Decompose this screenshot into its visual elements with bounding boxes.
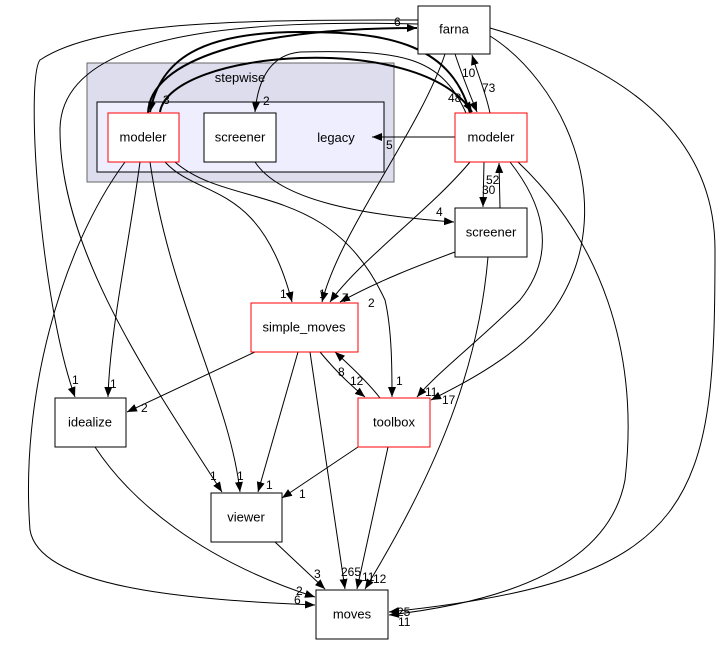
edge-label: 25 xyxy=(397,605,411,619)
edge: 11 xyxy=(388,161,629,629)
node-label: screener xyxy=(466,224,517,239)
node-toolbox[interactable]: toolbox xyxy=(357,397,431,448)
edge-label: 1 xyxy=(396,374,403,388)
edge: 12 xyxy=(364,256,489,590)
edge: 1 xyxy=(319,53,446,303)
edge-label: 2 xyxy=(263,94,270,108)
node-label: moves xyxy=(333,606,372,621)
edge-label: 8 xyxy=(338,365,345,379)
node-label: toolbox xyxy=(373,414,415,429)
edge: 12 xyxy=(319,351,366,398)
node-simple-moves[interactable]: simple_moves xyxy=(250,302,359,353)
edge: 17 xyxy=(430,35,585,407)
edge-label: 12 xyxy=(350,374,364,388)
edge-label: 17 xyxy=(442,393,456,407)
edge-label: 52 xyxy=(486,173,500,187)
node-label: screener xyxy=(215,129,266,144)
node-label: modeler xyxy=(120,129,168,144)
edge-label: 5 xyxy=(386,138,393,152)
node-label: simple_moves xyxy=(262,319,346,334)
edge-label: 1 xyxy=(237,469,244,483)
edge-label: 2 xyxy=(141,401,148,415)
edge: 4 xyxy=(254,161,455,226)
edge: 1 xyxy=(256,351,299,493)
edge-label: 1 xyxy=(266,478,273,492)
edge: 1 xyxy=(174,161,403,398)
edge-label: 1 xyxy=(210,469,217,483)
edge: 25 xyxy=(388,27,716,619)
edge: 11 xyxy=(355,446,389,590)
edge: 8 xyxy=(334,351,381,399)
edge: 30 xyxy=(479,161,496,208)
edge-label: 2 xyxy=(368,296,375,310)
edge: 1 xyxy=(281,446,359,501)
edge-label: 4 xyxy=(436,205,443,219)
node-modeler[interactable]: modeler xyxy=(454,112,528,163)
node-idealize[interactable]: idealize xyxy=(54,397,127,448)
node-label: farna xyxy=(439,21,469,36)
edge: 1 xyxy=(33,19,419,398)
edge-label: 73 xyxy=(482,81,496,95)
node-screener[interactable]: screener xyxy=(454,207,528,258)
edge-label: 1 xyxy=(280,287,287,301)
edge: 1 xyxy=(149,161,244,493)
edge: 1 xyxy=(104,161,141,398)
edge: 2 xyxy=(94,446,316,598)
edge: 3 xyxy=(147,30,471,114)
edge: 5 xyxy=(372,133,455,152)
edge: 48 xyxy=(448,53,478,113)
edge: 6 xyxy=(147,15,418,114)
node-farna[interactable]: farna xyxy=(417,5,491,55)
edge: 73 xyxy=(159,56,496,113)
cluster-label: legacy xyxy=(317,130,355,145)
node-legacy-screener[interactable]: screener xyxy=(203,112,277,163)
edge-label: 12 xyxy=(373,572,387,586)
edge: 1 xyxy=(164,161,294,303)
edge: 2 xyxy=(126,351,256,415)
edge-label: 11 xyxy=(425,385,438,399)
node-moves[interactable]: moves xyxy=(315,589,389,640)
edge-label: 1 xyxy=(319,287,326,301)
edge-label: 1 xyxy=(299,487,306,501)
cluster-label: stepwise xyxy=(215,70,266,85)
edge-label: 30 xyxy=(482,183,496,197)
edge: 2 xyxy=(339,251,456,310)
node-label: idealize xyxy=(68,414,112,429)
edge-label: 265 xyxy=(341,565,361,579)
node-label: viewer xyxy=(227,509,265,524)
edge-label: 6 xyxy=(294,593,301,607)
edge: 6 xyxy=(27,161,316,609)
edge: 265 xyxy=(309,351,361,590)
edge-label: 3 xyxy=(314,567,321,581)
node-legacy-modeler[interactable]: modeler xyxy=(107,112,180,163)
edge-label: 3 xyxy=(163,93,170,107)
node-viewer[interactable]: viewer xyxy=(210,492,283,543)
edge-label: 1 xyxy=(72,373,79,387)
edge-label: 10 xyxy=(462,66,476,80)
edge-label: 6 xyxy=(394,15,401,29)
edge-label: 1 xyxy=(110,377,117,391)
edge-label: 11 xyxy=(398,615,411,629)
edge-label: 48 xyxy=(448,91,462,105)
edge: 2 xyxy=(251,51,467,114)
edge: 52 xyxy=(486,162,504,209)
edge: 3 xyxy=(274,541,326,590)
edge-label: 2 xyxy=(296,584,303,598)
edge: 1 xyxy=(59,22,419,493)
edge: 10 xyxy=(462,54,491,114)
node-label: modeler xyxy=(468,129,516,144)
